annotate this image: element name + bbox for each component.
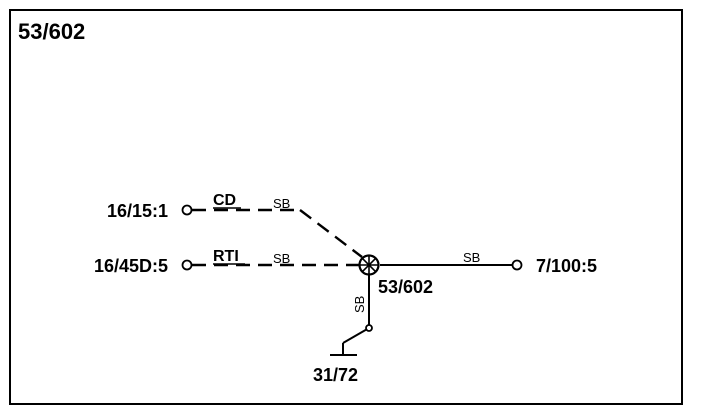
wire-color-ground: SB	[352, 296, 367, 313]
wire-color-bottom: SB	[273, 251, 290, 266]
wire-color-right: SB	[463, 250, 480, 265]
ground-lead	[342, 327, 370, 344]
diagram-frame	[9, 9, 683, 405]
wire-color-top: SB	[273, 196, 290, 211]
node-label-splice: 53/602	[378, 277, 433, 297]
wire-label-rti: RTI	[213, 248, 239, 265]
node-label-right: 7/100:5	[536, 256, 597, 276]
diagram-title: 53/602	[18, 19, 85, 44]
terminal-ground-icon	[365, 324, 373, 332]
terminal-left-bottom-icon	[181, 259, 193, 271]
terminal-left-top-icon	[181, 204, 193, 216]
wire-cd-diagonal	[299, 209, 363, 258]
node-label-left-top: 16/15:1	[107, 201, 168, 221]
splice-icon	[358, 254, 380, 276]
node-label-left-bottom: 16/45D:5	[94, 256, 168, 276]
node-label-ground: 31/72	[313, 365, 358, 385]
wire-cd	[192, 208, 363, 258]
terminal-right-icon	[511, 259, 523, 271]
wire-label-cd: CD	[213, 192, 236, 209]
